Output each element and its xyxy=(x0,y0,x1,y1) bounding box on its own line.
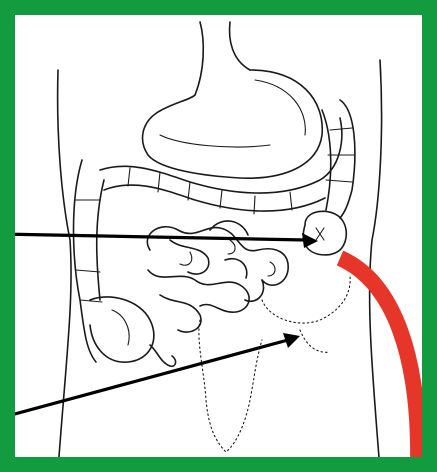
digestive-system-diagram xyxy=(0,0,437,472)
anatomy-figure xyxy=(0,0,437,472)
